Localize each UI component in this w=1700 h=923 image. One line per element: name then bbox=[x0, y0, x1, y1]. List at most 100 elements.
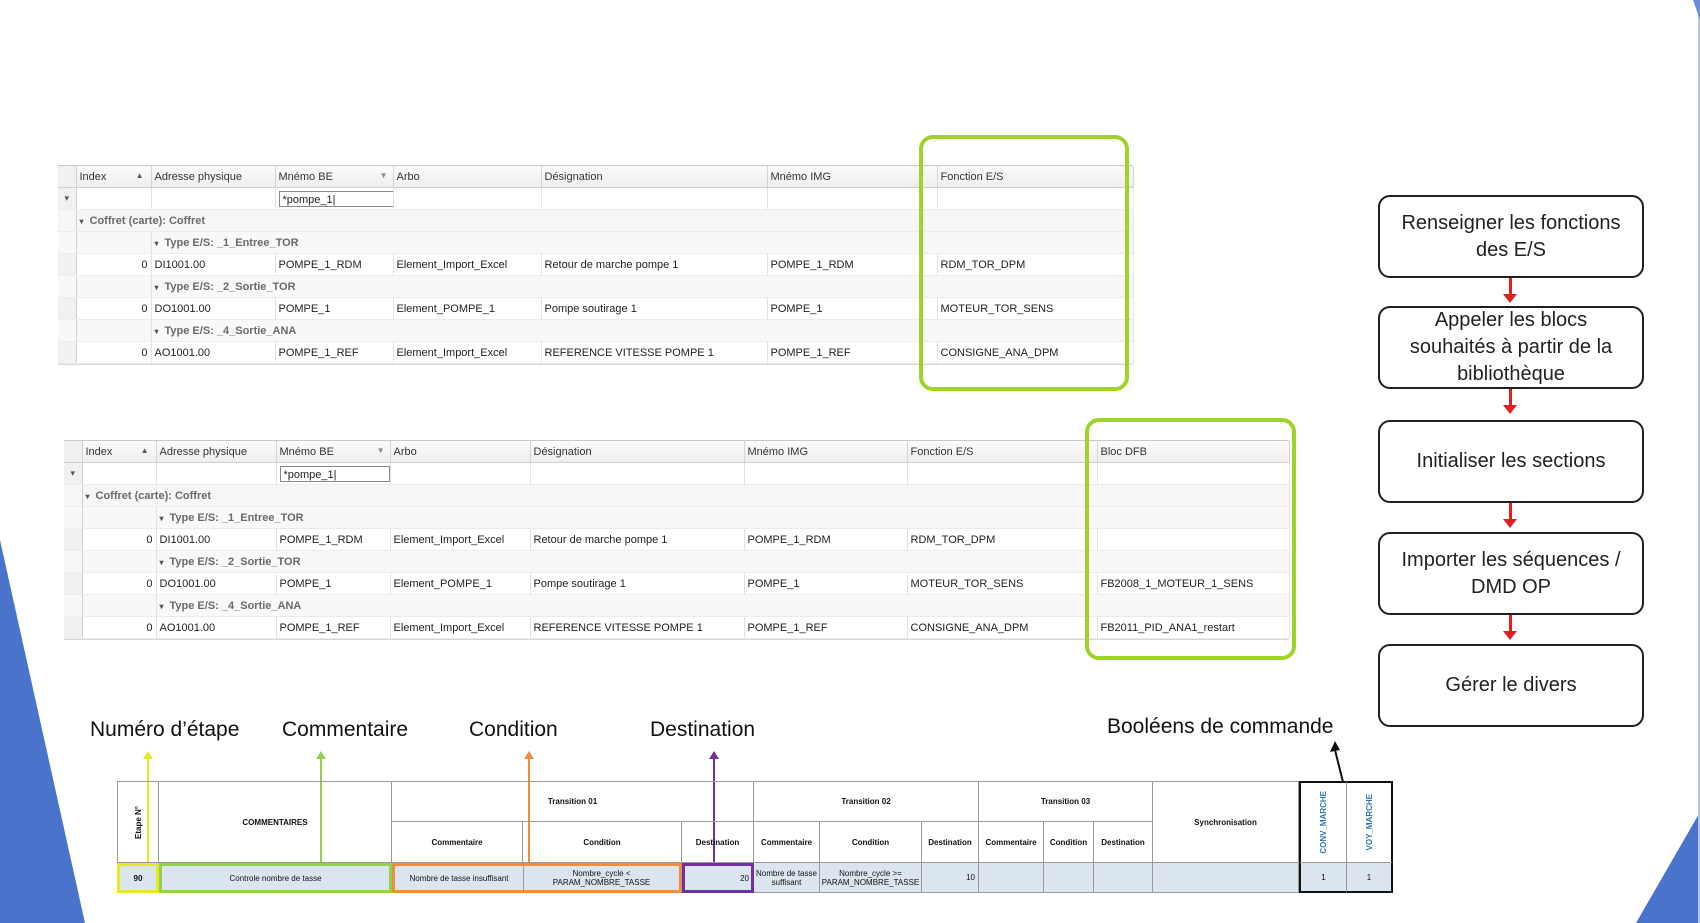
collapse-icon[interactable]: ▾ bbox=[154, 326, 159, 336]
column-header-fonction-es[interactable]: Fonction E/S bbox=[937, 166, 1134, 188]
row-indicator-header bbox=[64, 441, 83, 463]
cell-t3-commentaire bbox=[979, 863, 1044, 893]
arrow-up-icon bbox=[316, 751, 326, 759]
header-t2-condition: Condition bbox=[820, 822, 922, 863]
collapse-icon[interactable]: ▾ bbox=[154, 238, 159, 248]
filter-icon[interactable]: ▼ bbox=[376, 445, 385, 455]
io-grid-bottom: Index▲ Adresse physique Mnémo BE▼ Arbo D… bbox=[64, 440, 1290, 640]
arrow-up-icon bbox=[143, 751, 153, 759]
header-t1-condition: Condition bbox=[523, 822, 682, 863]
label-commentaire: Commentaire bbox=[282, 718, 409, 741]
column-header-mnemo-img[interactable]: Mnémo IMG bbox=[767, 166, 938, 188]
filter-icon[interactable]: ▼ bbox=[379, 170, 388, 180]
group-row-entree-tor[interactable]: ▾Type E/S: _1_Entree_TOR bbox=[151, 231, 1134, 254]
header-t2-commentaire: Commentaire bbox=[754, 822, 820, 863]
table-row[interactable]: 0 DI1001.00 POMPE_1_RDM Element_Import_E… bbox=[58, 253, 1134, 276]
column-header-arbo[interactable]: Arbo bbox=[390, 441, 531, 463]
header-transition-03: Transition 03 bbox=[979, 781, 1153, 822]
column-header-mnemo-be[interactable]: Mnémo BE▼ bbox=[275, 166, 394, 188]
arrow-down-icon bbox=[1503, 631, 1517, 640]
cell-t3-condition bbox=[1044, 863, 1094, 893]
sort-ascending-icon[interactable]: ▲ bbox=[140, 445, 149, 455]
group-row-coffret[interactable]: ▾Coffret (carte): Coffret bbox=[82, 484, 1290, 507]
column-header-arbo[interactable]: Arbo bbox=[393, 166, 542, 188]
highlight-frame-fonction-es bbox=[919, 135, 1129, 391]
column-header-index[interactable]: Index▲ bbox=[76, 166, 152, 188]
arrow-down-icon bbox=[1503, 405, 1517, 414]
column-header-bloc-dfb[interactable]: Bloc DFB bbox=[1097, 441, 1290, 463]
sequence-table: Etape N° COMMENTAIRES Transition 01 Tran… bbox=[117, 781, 1393, 893]
header-etape: Etape N° bbox=[117, 781, 159, 863]
collapse-icon[interactable]: ▾ bbox=[159, 513, 164, 523]
filter-row-icon: ▾ bbox=[58, 187, 77, 210]
header-t2-destination: Destination bbox=[922, 822, 979, 863]
mnemo-be-filter-input[interactable]: *pompe_1| bbox=[279, 465, 389, 482]
collapse-icon[interactable]: ▾ bbox=[79, 216, 84, 226]
collapse-icon[interactable]: ▾ bbox=[85, 491, 90, 501]
cell-t1-commentaire: Nombre de tasse insuffisant bbox=[392, 863, 523, 893]
column-header-adresse[interactable]: Adresse physique bbox=[151, 166, 276, 188]
flow-step-initialiser: Initialiser les sections bbox=[1378, 420, 1644, 503]
header-t1-destination: Destination bbox=[682, 822, 754, 863]
cell-t2-commentaire: Nombre de tasse suffisant bbox=[754, 863, 820, 893]
header-t3-destination: Destination bbox=[1094, 822, 1153, 863]
collapse-icon[interactable]: ▾ bbox=[159, 557, 164, 567]
column-header-mnemo-be[interactable]: Mnémo BE▼ bbox=[276, 441, 391, 463]
pointer-line-condition bbox=[528, 757, 530, 865]
filter-row-icon: ▾ bbox=[64, 462, 83, 485]
cell-synchronisation bbox=[1153, 863, 1299, 893]
column-header-designation[interactable]: Désignation bbox=[541, 166, 768, 188]
arrow-up-icon bbox=[524, 751, 534, 759]
collapse-icon[interactable]: ▾ bbox=[159, 601, 164, 611]
header-t3-condition: Condition bbox=[1044, 822, 1094, 863]
table-row[interactable]: 0 AO1001.00 POMPE_1_REF Element_Import_E… bbox=[64, 616, 1290, 639]
row-indicator-header bbox=[58, 166, 77, 188]
header-t1-commentaire: Commentaire bbox=[392, 822, 523, 863]
flow-step-appeler: Appeler les blocs souhaités à partir de … bbox=[1378, 306, 1644, 389]
header-t3-commentaire: Commentaire bbox=[979, 822, 1044, 863]
highlight-frame-bloc-dfb bbox=[1085, 418, 1296, 660]
group-row-coffret[interactable]: ▾Coffret (carte): Coffret bbox=[76, 209, 1134, 232]
cell-t2-destination: 10 bbox=[922, 863, 979, 893]
cell-bool-voy-marche: 1 bbox=[1347, 863, 1393, 893]
flow-arrow bbox=[1509, 615, 1512, 631]
cell-t3-destination bbox=[1094, 863, 1153, 893]
cell-t1-condition: Nombre_cycle < PARAM_NOMBRE_TASSE bbox=[523, 863, 682, 893]
flow-step-renseigner: Renseigner les fonctions des E/S bbox=[1378, 195, 1644, 278]
column-header-mnemo-img[interactable]: Mnémo IMG bbox=[744, 441, 908, 463]
column-header-adresse[interactable]: Adresse physique bbox=[156, 441, 277, 463]
group-row-sortie-ana[interactable]: ▾Type E/S: _4_Sortie_ANA bbox=[156, 594, 1290, 617]
group-row-sortie-tor[interactable]: ▾Type E/S: _2_Sortie_TOR bbox=[156, 550, 1290, 573]
header-transition-01: Transition 01 bbox=[392, 781, 754, 822]
column-header-index[interactable]: Index▲ bbox=[82, 441, 157, 463]
group-row-entree-tor[interactable]: ▾Type E/S: _1_Entree_TOR bbox=[156, 506, 1290, 529]
pointer-arrow-booleens bbox=[1330, 741, 1344, 783]
pointer-line-commentaire bbox=[320, 757, 322, 865]
table-row[interactable]: 0 AO1001.00 POMPE_1_REF Element_Import_E… bbox=[58, 341, 1134, 364]
column-header-fonction-es[interactable]: Fonction E/S bbox=[907, 441, 1098, 463]
table-row[interactable]: 0 DO1001.00 POMPE_1 Element_POMPE_1 Pomp… bbox=[58, 297, 1134, 320]
flow-step-gerer: Gérer le divers bbox=[1378, 644, 1644, 727]
table-row[interactable]: 0 DO1001.00 POMPE_1 Element_POMPE_1 Pomp… bbox=[64, 572, 1290, 595]
sort-ascending-icon[interactable]: ▲ bbox=[135, 170, 144, 180]
arrow-up-icon bbox=[709, 751, 719, 759]
column-header-designation[interactable]: Désignation bbox=[530, 441, 745, 463]
mnemo-be-filter-input[interactable]: *pompe_1| bbox=[278, 190, 392, 207]
flow-arrow bbox=[1509, 278, 1512, 294]
group-row-sortie-ana[interactable]: ▾Type E/S: _4_Sortie_ANA bbox=[151, 319, 1134, 342]
label-numero-etape: Numéro d’étape bbox=[90, 718, 240, 741]
table-row[interactable]: 0 DI1001.00 POMPE_1_RDM Element_Import_E… bbox=[64, 528, 1290, 551]
cell-commentaire: Controle nombre de tasse bbox=[159, 863, 392, 893]
arrow-down-icon bbox=[1503, 519, 1517, 528]
label-condition: Condition bbox=[469, 718, 558, 741]
cell-t2-condition: Nombre_cycle >= PARAM_NOMBRE_TASSE bbox=[820, 863, 922, 893]
cell-bool-conv-marche: 1 bbox=[1299, 863, 1347, 893]
io-grid-top: Index▲ Adresse physique Mnémo BE▼ Arbo D… bbox=[58, 165, 1134, 365]
group-row-sortie-tor[interactable]: ▾Type E/S: _2_Sortie_TOR bbox=[151, 275, 1134, 298]
cell-t1-destination: 20 bbox=[682, 863, 754, 893]
header-bool-voy-marche: VOY_MARCHE bbox=[1347, 781, 1393, 863]
flow-step-importer: Importer les séquences / DMD OP bbox=[1378, 532, 1644, 615]
flow-arrow bbox=[1509, 503, 1512, 519]
collapse-icon[interactable]: ▾ bbox=[154, 282, 159, 292]
